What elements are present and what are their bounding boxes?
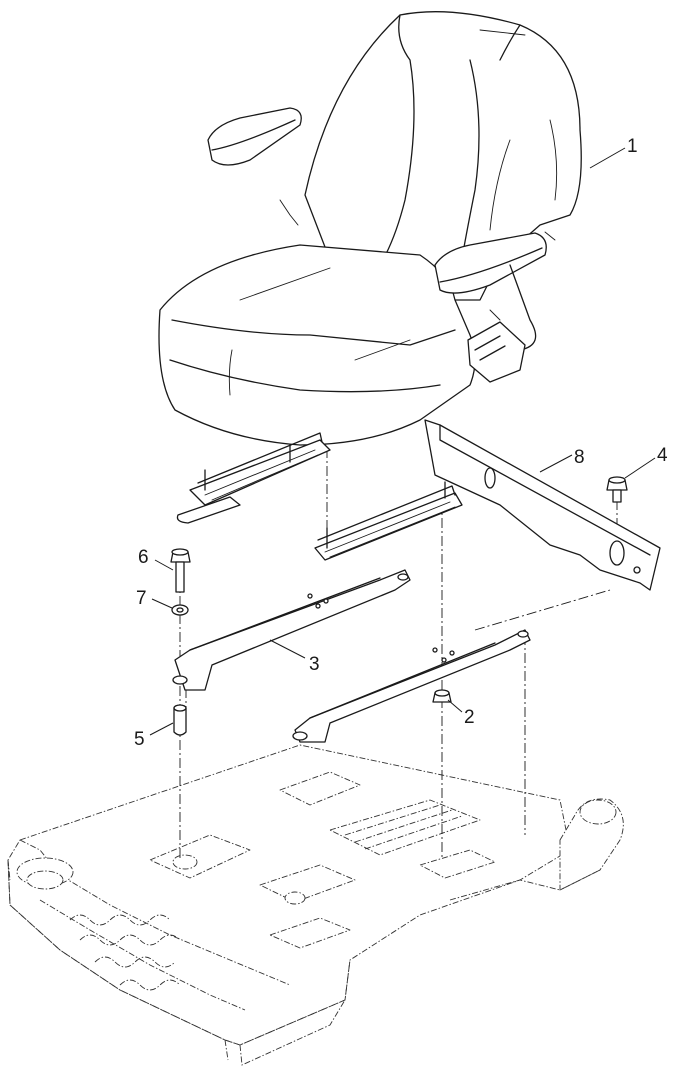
bracket-item-8 <box>424 419 661 591</box>
callout-2: 2 <box>464 707 475 728</box>
seat <box>158 11 582 446</box>
leader-7 <box>151 598 173 609</box>
spacer-item-5 <box>173 704 187 736</box>
bolt-item-6 <box>170 548 191 593</box>
callout-7: 7 <box>136 588 147 609</box>
callout-labels: 1 2 3 4 5 6 7 8 <box>134 136 668 750</box>
leader-4 <box>624 457 656 479</box>
leader-lines <box>149 147 656 736</box>
washer-item-7 <box>171 604 189 616</box>
seat-mount-bracket-lower <box>292 629 531 743</box>
seat-mount-bracket-upper <box>172 569 411 691</box>
callout-8: 8 <box>574 447 585 468</box>
callout-1: 1 <box>627 136 638 157</box>
seat-slide-right <box>314 481 463 561</box>
bolt-item-4 <box>606 476 628 503</box>
seat-slide-left <box>176 432 331 524</box>
leader-3 <box>269 639 306 659</box>
callout-5: 5 <box>134 729 145 750</box>
leader-5 <box>149 722 174 736</box>
callout-3: 3 <box>309 654 320 675</box>
leader-2 <box>447 699 463 713</box>
phantom-frame <box>7 744 624 1066</box>
leader-1 <box>589 147 626 169</box>
leader-6 <box>154 559 174 571</box>
callout-6: 6 <box>138 547 149 568</box>
callout-4: 4 <box>657 445 668 466</box>
leader-8 <box>539 454 573 473</box>
